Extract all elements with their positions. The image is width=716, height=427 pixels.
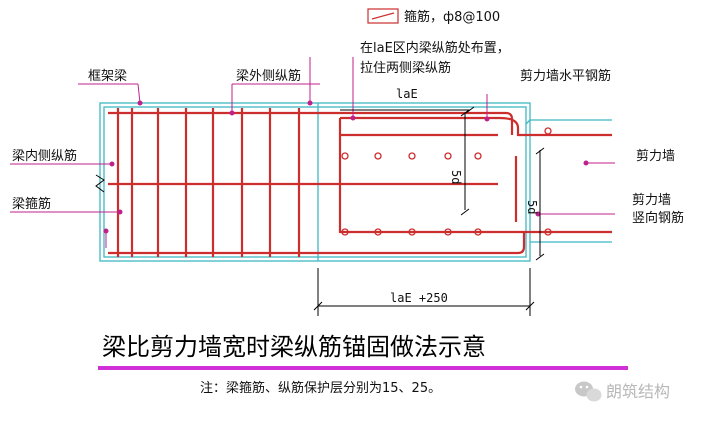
title-underline	[98, 366, 628, 370]
wall-vertical-bar-label-1: 剪力墙	[632, 192, 671, 208]
brand-watermark: 朗筑结构	[575, 381, 670, 402]
beam-inner-long-bar-label: 梁内侧纵筋	[12, 148, 77, 164]
dim-lae: laE	[396, 87, 418, 101]
leader-lines	[10, 57, 615, 248]
dimension-lines	[313, 106, 545, 316]
dim-5d-upper: 5d	[449, 170, 463, 184]
brand-name: 朗筑结构	[606, 382, 670, 401]
wall-vertical-bar-label-2: 竖向钢筋	[632, 210, 684, 226]
stirrup-legend-label: 箍筋，ф8@100	[404, 9, 500, 25]
break-symbols	[95, 174, 105, 193]
beam-outer-long-bar-label: 梁外侧纵筋	[236, 68, 301, 84]
dim-bottom: laE +250	[390, 291, 448, 305]
bar-dots	[341, 127, 552, 236]
beam-stirrups	[116, 108, 301, 257]
stirrup-legend-symbol	[367, 8, 399, 24]
frame-beam-label: 框架梁	[88, 69, 127, 84]
protective-layer-note: 注：梁箍筋、纵筋保护层分别为15、25。	[200, 380, 441, 396]
wall-outline	[525, 119, 612, 243]
wall-horizontal-bar-label: 剪力墙水平钢筋	[520, 68, 611, 84]
lae-note-line1: 在laE区内梁纵筋处布置，	[360, 40, 510, 56]
shear-wall-label: 剪力墙	[636, 148, 675, 164]
beam-outline	[99, 102, 531, 262]
wall-horizontal-bars	[338, 116, 612, 234]
diagram-title: 梁比剪力墙宽时梁纵筋锚固做法示意	[102, 333, 486, 361]
lae-note-line2: 拉住两侧梁纵筋	[360, 60, 451, 76]
beam-stirrup-label: 梁箍筋	[12, 196, 51, 212]
wechat-icon	[575, 381, 602, 402]
dim-5d-right: 5d	[525, 200, 539, 214]
